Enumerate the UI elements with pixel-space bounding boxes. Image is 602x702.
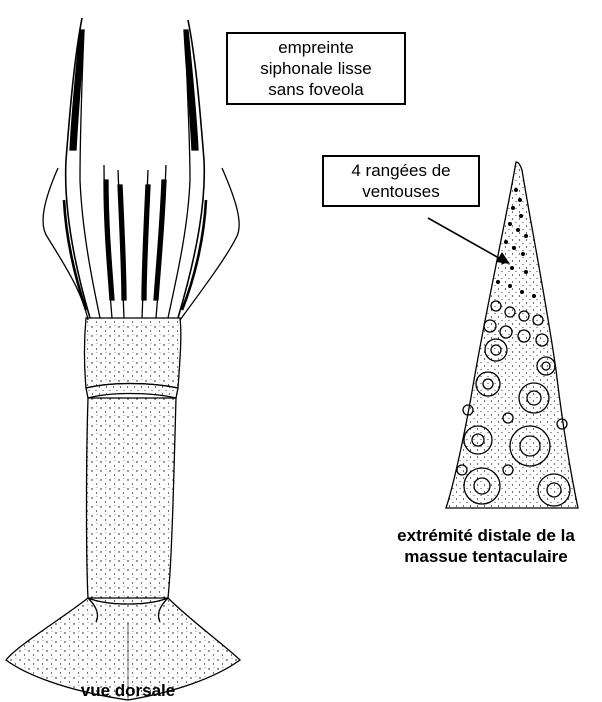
suckers-label-box: 4 rangées de ventouses [322, 155, 480, 207]
squid-dorsal-view [6, 18, 240, 700]
club-tip-caption-line-2: massue tentaculaire [370, 546, 602, 567]
club-tip-caption: extrémité distale de la massue tentacula… [370, 525, 602, 567]
siphon-label-box: empreinte siphonale lisse sans foveola [226, 32, 406, 105]
left-tentacle-inner [80, 30, 100, 318]
club-tip-caption-line-1: extrémité distale de la [370, 525, 602, 546]
arm-suckers-3 [142, 185, 150, 300]
suckers-label-line-1: 4 rangées de [330, 160, 472, 181]
suckers-label-line-2: ventouses [330, 181, 472, 202]
right-club-suckers [184, 30, 198, 150]
siphon-label-line-2: siphonale lisse [234, 58, 398, 79]
dorsal-view-caption: vue dorsale [64, 680, 192, 701]
tentacular-club-tip [446, 162, 578, 508]
arm-suckers-1 [104, 180, 114, 300]
arm-suckers-2 [118, 185, 126, 300]
squid-mantle [87, 398, 177, 604]
squid-head [85, 318, 181, 388]
label-arrow [428, 218, 510, 264]
siphon-label-line-1: empreinte [234, 37, 398, 58]
arm-suckers-4 [154, 180, 166, 300]
siphon-label-line-3: sans foveola [234, 79, 398, 100]
